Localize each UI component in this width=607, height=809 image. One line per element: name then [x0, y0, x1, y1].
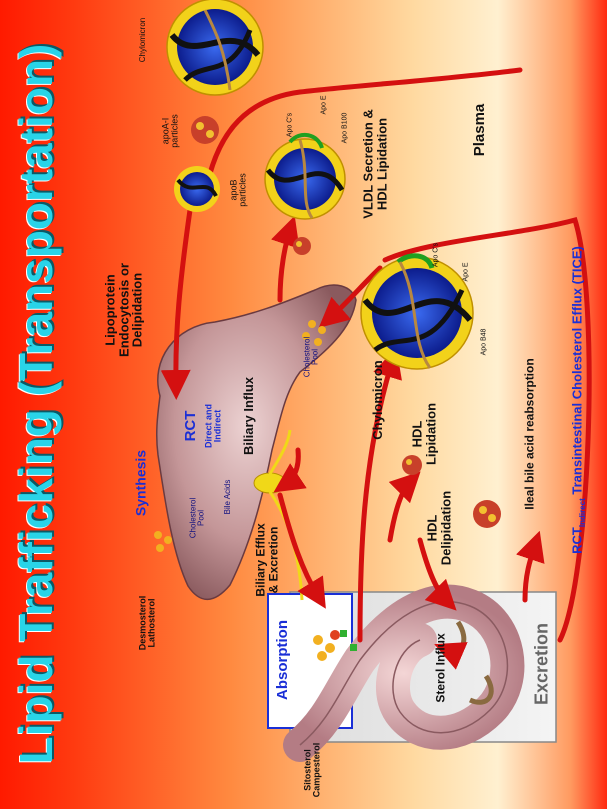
hdl-lipidation-label: HDL Lipidation — [409, 402, 438, 466]
sterol-influx-label: Sterol Influx — [433, 633, 448, 703]
lipoprotein-endocytosis-label: Lipoprotein Endocytosis or Delipidation — [102, 263, 145, 357]
cholesterol-pool-dots-liver — [302, 320, 326, 346]
desmosterol-lathosterol-label: Desmosterol Lathosterol — [137, 595, 157, 651]
tice-indirect-subscript: Indirect — [578, 498, 588, 528]
tice-rest-text: Transintestinal Cholesterol Efflux (TICE… — [569, 246, 585, 495]
sitosterol-campesterol-label: Sitosterol Campesterol — [302, 742, 322, 798]
apoa1-particles-label: apoA-I particles — [160, 114, 180, 148]
apo-b100-label: Apo B100 — [341, 112, 349, 144]
arrow-endocytosis — [160, 207, 193, 400]
gallbladder — [253, 472, 287, 494]
arrow-apoa1-path — [202, 67, 523, 198]
chylomicron-particle-mid — [360, 253, 474, 370]
apob-particle — [174, 166, 220, 212]
chylomicron-mid-label: Chylomicron — [370, 360, 386, 440]
absorption-sterol-cluster — [313, 630, 357, 661]
arrow-chylo-up — [357, 347, 402, 643]
intestine-flow-arrow-2 — [468, 674, 494, 705]
small-hdl-particle-top — [293, 237, 311, 255]
small-hdl-particle-mid — [402, 455, 422, 475]
arrow-ileal-loop — [382, 216, 592, 643]
biliary-influx-label: Biliary Influx — [241, 376, 257, 456]
apo-b48-label: Apo B48 — [480, 328, 488, 356]
synthesis-label: Synthesis — [132, 449, 149, 517]
tice-rct-text: RCT — [569, 527, 585, 554]
direct-indirect-label: Direct and Indirect — [203, 403, 223, 449]
liver-shape — [156, 284, 357, 601]
hdl-delipidation-label: HDL Delipidation — [424, 490, 453, 566]
arrow-biliary-influx — [273, 447, 307, 493]
rct-label: RCT — [182, 410, 200, 442]
arrow-hdl-delipidation — [417, 537, 457, 611]
arrow-vldl-secretion — [271, 215, 300, 303]
tice-label: RCTIndirect Transintestinal Cholesterol … — [569, 246, 588, 554]
apo-e-top-label: Apo E — [320, 95, 328, 115]
cholesterol-pool-synthesis-label: Cholesterol Pool — [188, 497, 206, 539]
apo-e-mid-label: Apo E — [462, 262, 470, 282]
apob-particles-label: apoB particles — [228, 173, 248, 207]
intestine-outline — [299, 600, 509, 746]
excretion-label: Excretion — [531, 622, 552, 706]
absorption-label: Absorption — [274, 620, 292, 700]
biliary-efflux-label: Biliary Efflux & Excretion — [253, 523, 280, 597]
chylomicron-top-label: Chylomicron — [137, 17, 147, 63]
arrow-hdl-lipidation — [387, 471, 421, 543]
plasma-label: Plasma — [471, 103, 489, 157]
apo-cs-top-label: Apo C's — [286, 112, 294, 138]
arrow-chylo-to-liver — [318, 265, 383, 328]
intestine-flow-arrow-1 — [434, 620, 468, 670]
arrow-biliary-efflux — [277, 492, 326, 609]
bile-acids-label: Bile Acids — [222, 479, 232, 515]
apo-cs-mid-label: Apo C's — [432, 242, 440, 268]
arrow-ileal-up — [516, 530, 545, 603]
red-arrows — [160, 67, 592, 643]
cholesterol-pool-dots-synthesis — [154, 531, 172, 552]
chylomicron-particle-top — [166, 0, 264, 96]
vldl-particle — [264, 132, 346, 220]
small-hdl-particle-low — [473, 500, 501, 528]
cholesterol-pool-liver-label: Cholesterol Pool — [302, 336, 320, 378]
apoa1-particle — [191, 116, 219, 144]
slide-title: Lipid Trafficking (Transportation) — [9, 43, 62, 765]
vldl-secretion-label: VLDL Secretion & HDL Lipidation — [360, 109, 389, 219]
ileal-bile-acid-label: Ileal bile acid reabsorption — [522, 358, 537, 510]
